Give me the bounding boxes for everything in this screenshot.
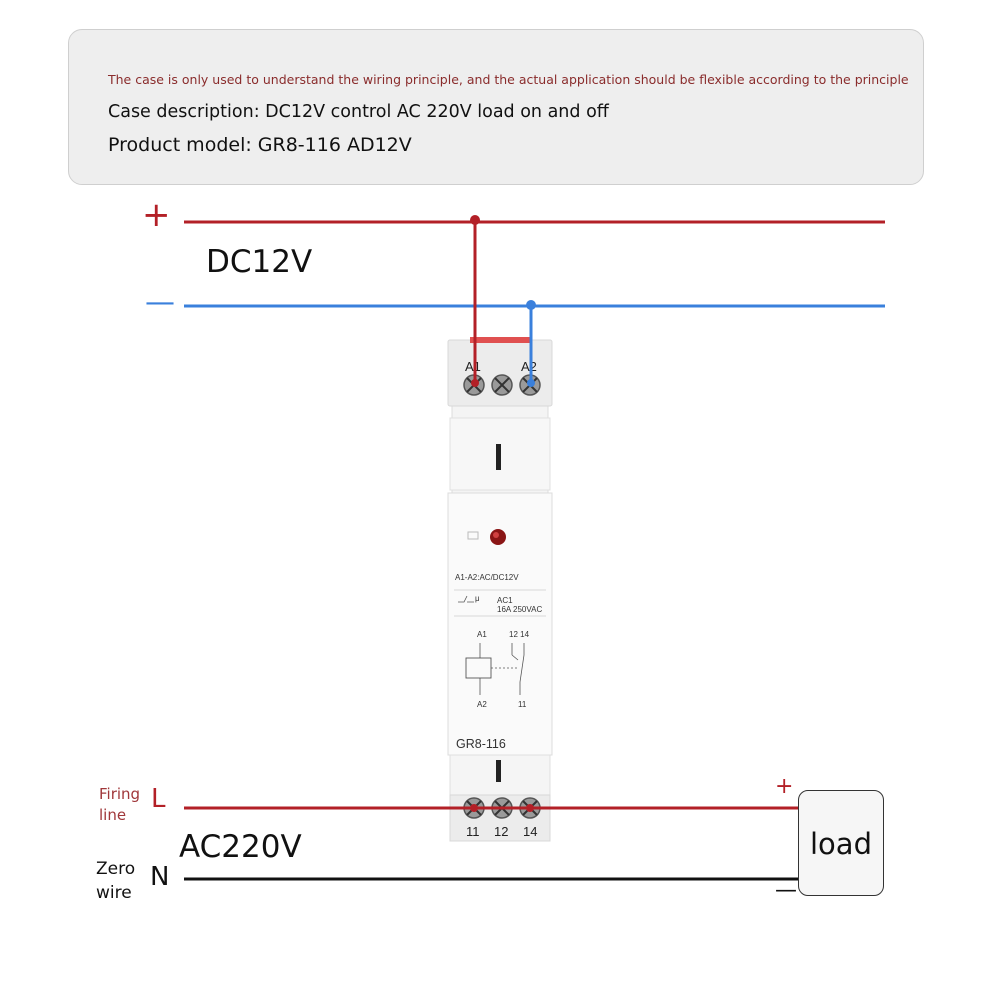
product-model: Product model: GR8-116 AD12V xyxy=(108,134,412,156)
load-box: load xyxy=(798,790,884,896)
face-symbol: μ xyxy=(475,594,480,603)
dc-minus-sign: — xyxy=(145,285,175,320)
schematic-a1: A1 xyxy=(477,630,487,639)
wiring-note: The case is only used to understand the … xyxy=(108,72,909,87)
terminal-label-12: 12 xyxy=(494,824,508,839)
terminal-label-a2: A2 xyxy=(521,359,537,374)
load-plus-sign: + xyxy=(775,774,794,799)
dc-voltage-label: DC12V xyxy=(206,244,313,280)
zero-wire-label: Zero wire xyxy=(96,859,136,903)
firing-line-label: Firing line xyxy=(99,785,141,824)
relay-module: A1-A2:AC/DC12V μ AC1 16A 250VAC A1 12 14… xyxy=(447,337,553,842)
live-letter: L xyxy=(151,784,166,814)
load-minus-sign: — xyxy=(775,878,797,903)
schematic-12-14: 12 14 xyxy=(509,630,530,639)
face-coil-spec: A1-A2:AC/DC12V xyxy=(455,573,519,582)
relay-model: GR8-116 xyxy=(456,737,506,751)
schematic-a2: A2 xyxy=(477,700,487,709)
ac-voltage-label: AC220V xyxy=(179,829,302,865)
case-description: Case description: DC12V control AC 220V … xyxy=(108,102,609,122)
face-rating-code: AC1 xyxy=(497,596,513,605)
terminal-label-11: 11 xyxy=(466,824,480,839)
load-label: load xyxy=(810,827,872,861)
info-box: The case is only used to understand the … xyxy=(68,29,924,185)
face-rating: 16A 250VAC xyxy=(497,605,542,614)
terminal-label-a1: A1 xyxy=(465,359,481,374)
schematic-11: 11 xyxy=(518,700,527,709)
dc-plus-sign: + xyxy=(142,195,171,235)
junction-positive xyxy=(470,215,480,225)
neutral-letter: N xyxy=(150,862,170,892)
junction-negative xyxy=(526,300,536,310)
terminal-screw-middle xyxy=(491,374,513,396)
terminal-label-14: 14 xyxy=(523,824,537,839)
